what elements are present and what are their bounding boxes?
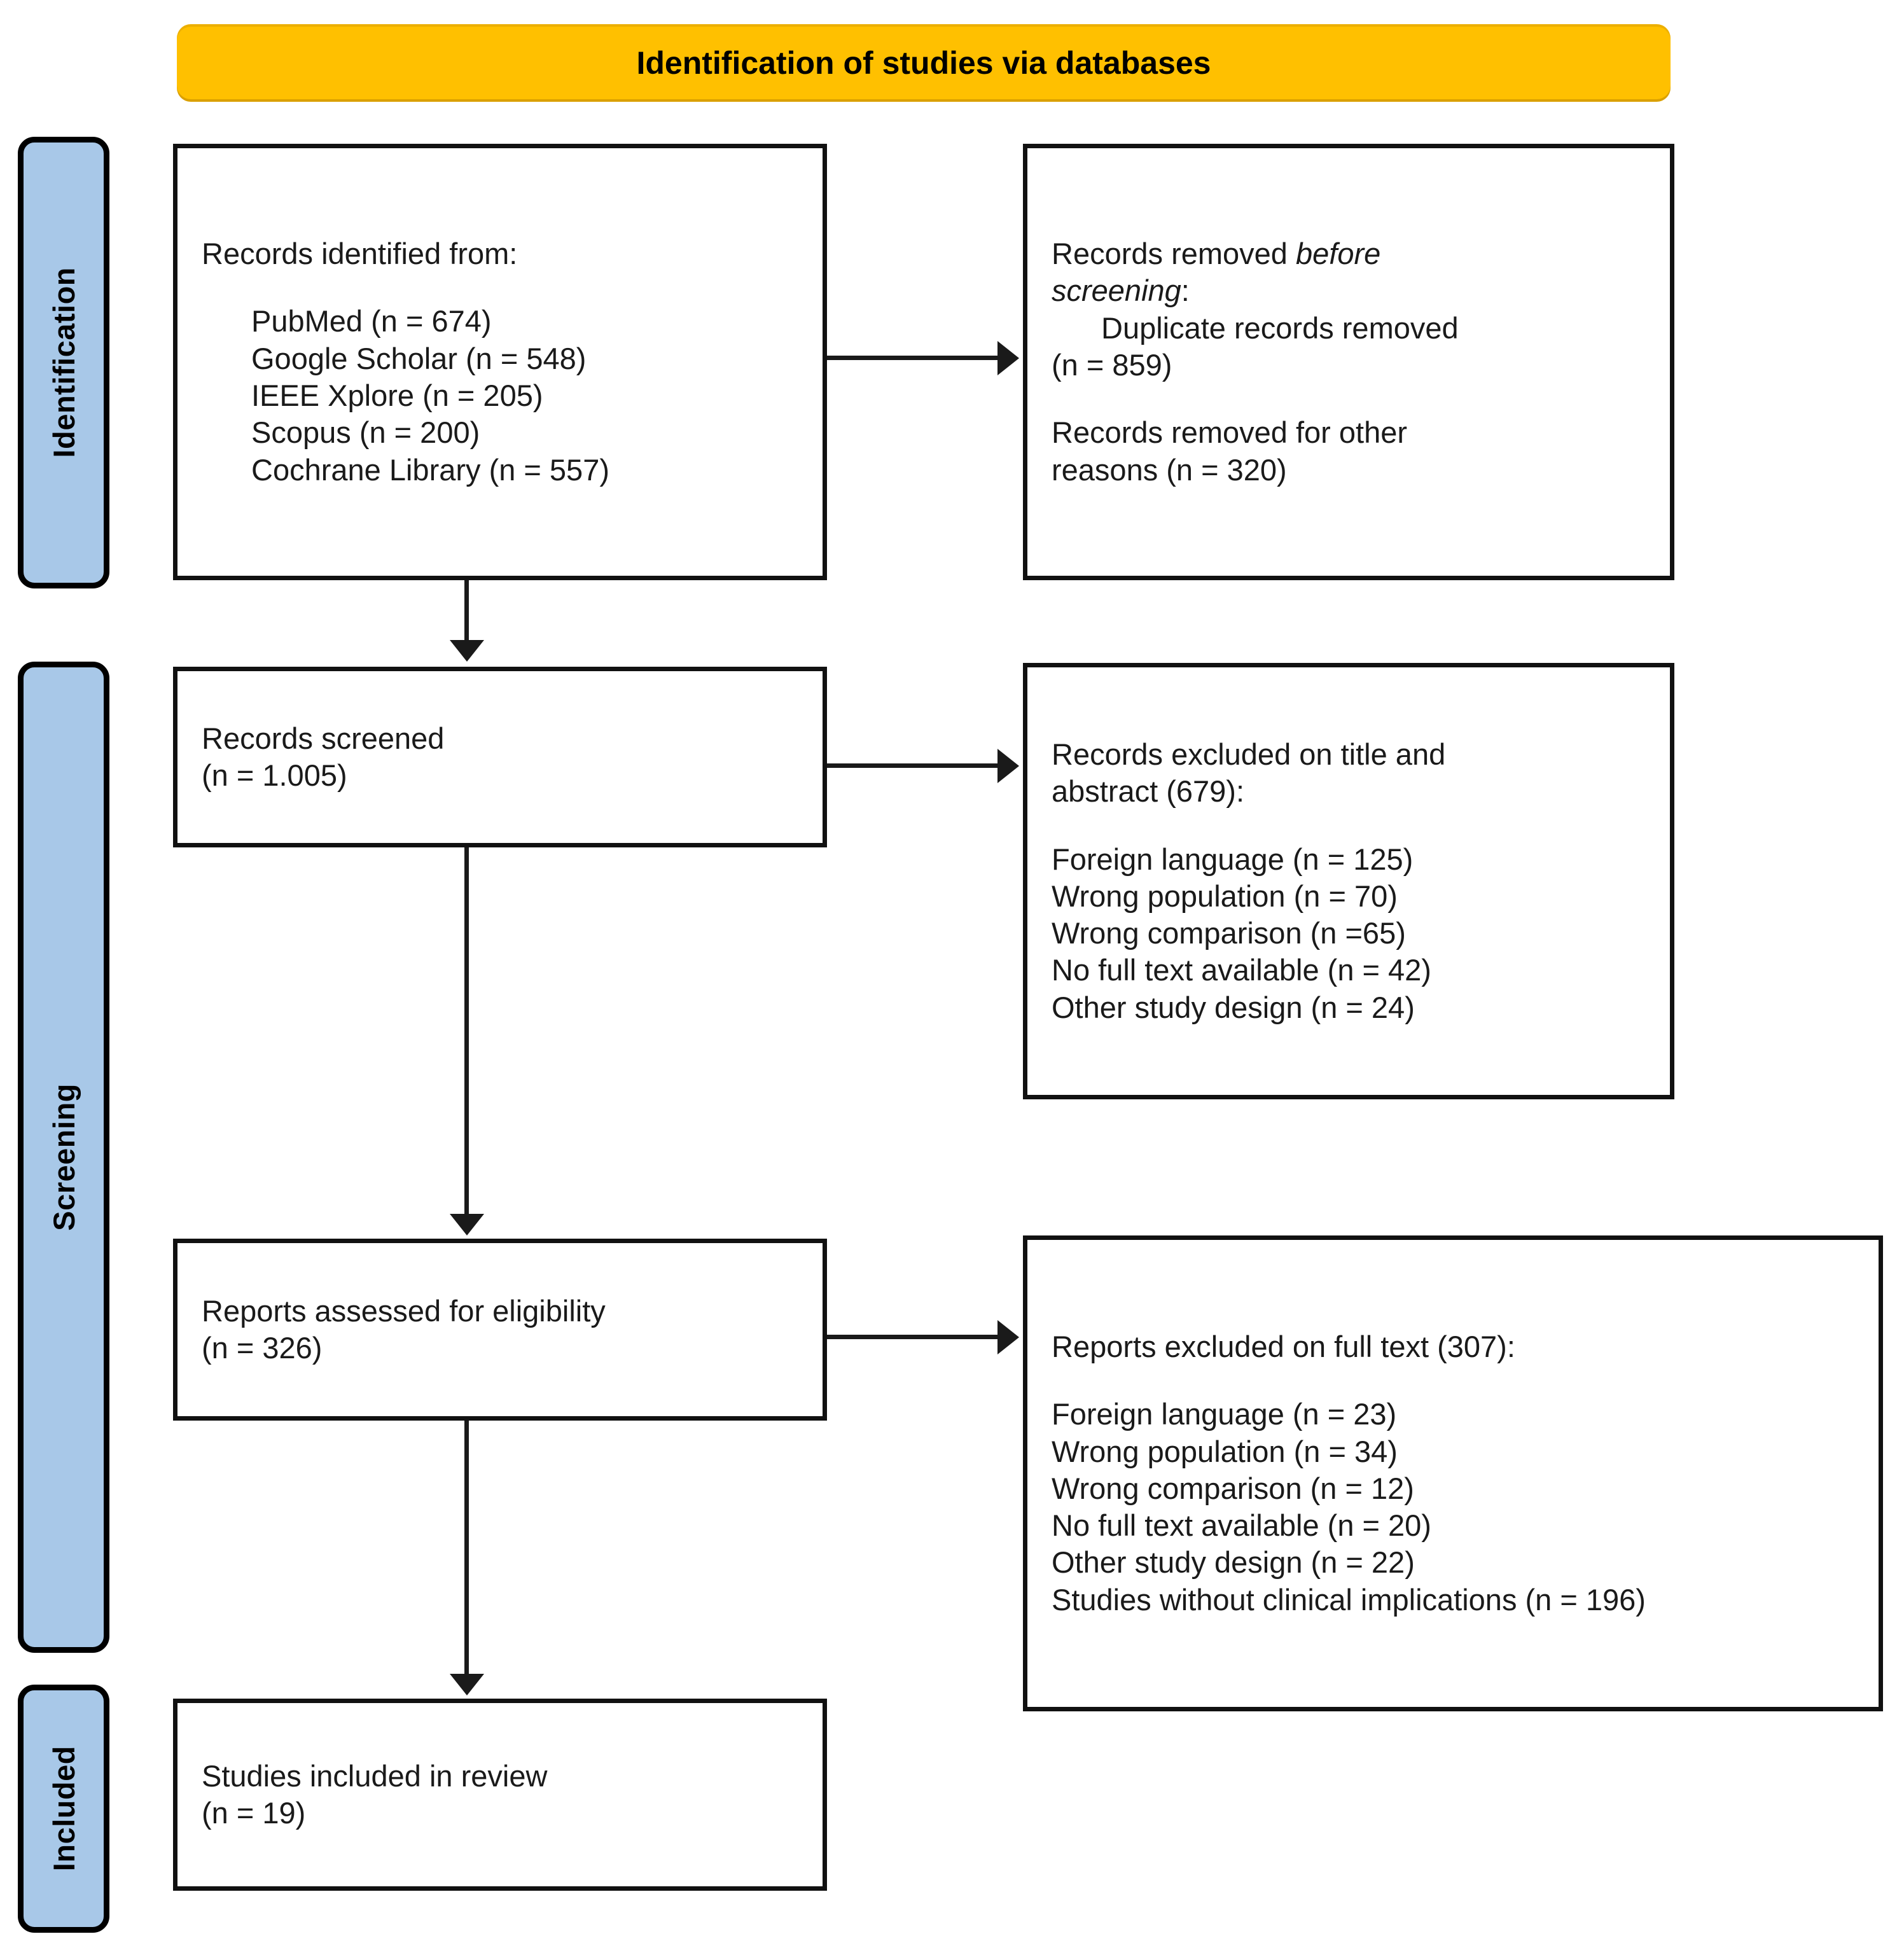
excluded-full-text-reason-3: No full text available (n = 20) bbox=[1052, 1508, 1431, 1543]
arrow-head-icon bbox=[449, 1214, 484, 1235]
box-records-identified: Records identified from: PubMed (n = 674… bbox=[173, 144, 827, 580]
arrow-identified-to-removed bbox=[827, 340, 1019, 375]
records-identified-source-4: Cochrane Library (n = 557) bbox=[251, 452, 609, 487]
records-removed-other-line1: Records removed for other bbox=[1052, 415, 1408, 450]
reports-assessed-line1: Reports assessed for eligibility bbox=[202, 1293, 606, 1328]
excluded-full-text-heading: Reports excluded on full text (307): bbox=[1052, 1330, 1515, 1364]
excluded-title-abstract-reason-3: No full text available (n = 42) bbox=[1052, 953, 1431, 987]
arrow-head-icon bbox=[997, 748, 1019, 783]
arrow-screened-to-assessed bbox=[449, 847, 484, 1235]
records-removed-other-line2: reasons (n = 320) bbox=[1052, 452, 1287, 487]
box-records-excluded-title-abstract: Records excluded on title and abstract (… bbox=[1023, 663, 1674, 1099]
arrow-head-icon bbox=[449, 640, 484, 662]
records-identified-source-1: Google Scholar (n = 548) bbox=[251, 341, 587, 375]
reports-assessed-line2: (n = 326) bbox=[202, 1331, 323, 1365]
excluded-full-text-reason-5: Studies without clinical implications (n… bbox=[1052, 1582, 1646, 1617]
excluded-title-abstract-heading-line1: Records excluded on title and bbox=[1052, 737, 1446, 772]
spacer bbox=[1052, 1365, 1854, 1396]
spacer bbox=[202, 272, 798, 303]
spacer bbox=[1052, 811, 1646, 841]
records-identified-source-2: IEEE Xplore (n = 205) bbox=[251, 379, 543, 412]
records-removed-heading-italic-before: before bbox=[1296, 237, 1381, 271]
banner-title: Identification of studies via databases bbox=[636, 45, 1211, 81]
studies-included-line1: Studies included in review bbox=[202, 1758, 548, 1793]
stage-label-screening-text: Screening bbox=[46, 1083, 81, 1231]
stage-label-screening: Screening bbox=[18, 662, 109, 1653]
records-removed-heading: Records removed before bbox=[1052, 235, 1646, 272]
records-removed-heading-text: Records removed bbox=[1052, 237, 1296, 271]
records-screened-line1: Records screened bbox=[202, 721, 445, 755]
duplicate-records-removed-line1: Duplicate records removed bbox=[1101, 310, 1459, 345]
excluded-title-abstract-reason-2: Wrong comparison (n =65) bbox=[1052, 916, 1406, 950]
arrow-head-icon bbox=[449, 1674, 484, 1695]
records-identified-source-3: Scopus (n = 200) bbox=[251, 415, 480, 450]
stage-label-included: Included bbox=[18, 1685, 109, 1933]
box-records-screened: Records screened (n = 1.005) bbox=[173, 667, 827, 847]
excluded-full-text-reason-4: Other study design (n = 22) bbox=[1052, 1545, 1415, 1580]
arrow-assessed-to-included bbox=[449, 1421, 484, 1695]
records-removed-heading-line2: screening: bbox=[1052, 272, 1646, 309]
stage-label-included-text: Included bbox=[46, 1746, 81, 1872]
studies-included-line2: (n = 19) bbox=[202, 1796, 306, 1830]
excluded-full-text-reason-1: Wrong population (n = 34) bbox=[1052, 1434, 1398, 1468]
banner-identification-databases: Identification of studies via databases bbox=[177, 24, 1671, 102]
excluded-title-abstract-reason-0: Foreign language (n = 125) bbox=[1052, 842, 1414, 876]
spacer bbox=[1052, 384, 1646, 414]
excluded-full-text-reason-2: Wrong comparison (n = 12) bbox=[1052, 1471, 1414, 1505]
excluded-title-abstract-heading-line2: abstract (679): bbox=[1052, 774, 1245, 809]
arrow-head-icon bbox=[997, 1319, 1019, 1354]
box-studies-included: Studies included in review (n = 19) bbox=[173, 1699, 827, 1891]
arrow-identified-to-screened bbox=[449, 580, 484, 662]
box-reports-excluded-full-text: Reports excluded on full text (307): For… bbox=[1023, 1235, 1883, 1711]
records-removed-heading-italic-screening: screening bbox=[1052, 274, 1181, 308]
records-identified-source-0: PubMed (n = 674) bbox=[251, 304, 492, 338]
arrow-head-icon bbox=[997, 340, 1019, 375]
duplicate-records-removed-line2: (n = 859) bbox=[1052, 348, 1172, 382]
arrow-assessed-to-excluded-full-text bbox=[827, 1319, 1019, 1354]
box-reports-assessed: Reports assessed for eligibility (n = 32… bbox=[173, 1239, 827, 1421]
stage-label-identification: Identification bbox=[18, 137, 109, 588]
records-screened-line2: (n = 1.005) bbox=[202, 758, 347, 792]
excluded-title-abstract-reason-1: Wrong population (n = 70) bbox=[1052, 879, 1398, 913]
records-removed-heading-colon: : bbox=[1181, 274, 1190, 308]
stage-label-identification-text: Identification bbox=[46, 267, 81, 458]
excluded-title-abstract-reason-4: Other study design (n = 24) bbox=[1052, 990, 1415, 1024]
records-identified-heading: Records identified from: bbox=[202, 237, 518, 271]
arrow-screened-to-excluded bbox=[827, 748, 1019, 783]
excluded-full-text-reason-0: Foreign language (n = 23) bbox=[1052, 1397, 1397, 1431]
box-records-removed-before-screening: Records removed before screening: Duplic… bbox=[1023, 144, 1674, 580]
